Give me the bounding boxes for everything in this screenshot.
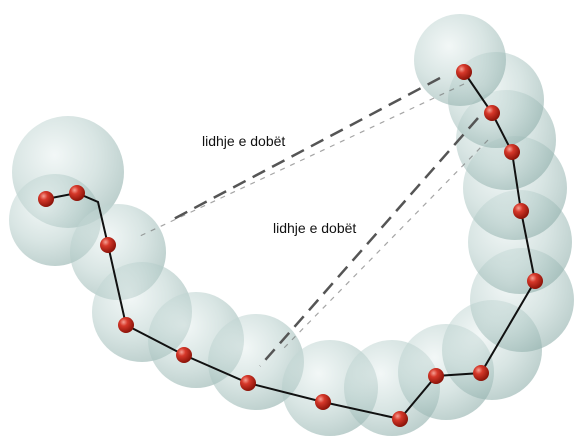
atom bbox=[504, 144, 520, 160]
atom bbox=[456, 64, 472, 80]
water-sphere bbox=[414, 14, 506, 106]
atom bbox=[484, 105, 500, 121]
atom bbox=[428, 368, 444, 384]
weak-bond-label-2: lidhje e dobët bbox=[273, 220, 356, 236]
atom bbox=[527, 273, 543, 289]
atom bbox=[473, 365, 489, 381]
atom bbox=[38, 191, 54, 207]
atom bbox=[240, 375, 256, 391]
weak-bond-line-1a bbox=[168, 78, 440, 222]
atom bbox=[392, 411, 408, 427]
atom bbox=[176, 347, 192, 363]
atom bbox=[118, 317, 134, 333]
weak-bond-label-1: lidhje e dobët bbox=[202, 133, 285, 149]
atom bbox=[100, 237, 116, 253]
atom bbox=[315, 394, 331, 410]
atom bbox=[513, 203, 529, 219]
atom bbox=[69, 185, 85, 201]
